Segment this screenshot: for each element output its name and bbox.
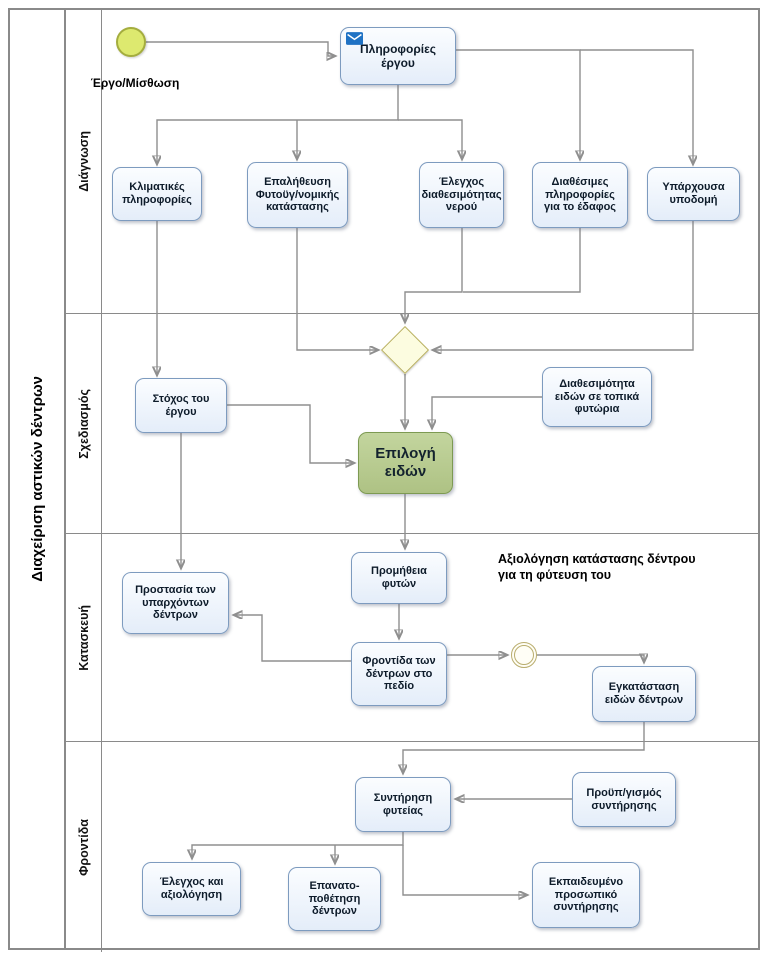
message-icon [346, 32, 363, 45]
lane-care: Φροντίδα [66, 742, 758, 952]
lane-label-diagnosis: Διάγνωση [66, 10, 102, 313]
task-label: Διαθεσιμότητα ειδών σε τοπικά φυτώρια [554, 377, 640, 416]
lane-label-text: Κατασκευή [76, 604, 91, 671]
task-label: Προστασία των υπαρχόντων δέντρων [135, 583, 216, 622]
task-label: Επιλογή ειδών [375, 445, 436, 480]
task-label: Στόχος του έργου [152, 392, 210, 418]
task-label: Προμήθεια φυτών [371, 565, 427, 590]
start-event-label: Έργο/Μίσθωση [90, 76, 180, 90]
lane-label-planning: Σχεδιασμός [66, 314, 102, 533]
task-tree-installation: Εγκατάσταση ειδών δέντρων [592, 666, 696, 722]
lane-planning: Σχεδιασμός [66, 314, 758, 534]
task-phyto-check: Επαλήθευση Φυτοϋγ/νομικής κατάστασης [247, 162, 348, 228]
task-project-info: Πληροφορίες έργου [340, 27, 456, 85]
lane-label-care: Φροντίδα [66, 742, 102, 952]
task-label: Εγκατάσταση ειδών δέντρων [604, 681, 684, 706]
task-label: Συντήρηση φυτείας [373, 791, 433, 817]
start-event-icon [116, 27, 146, 57]
task-trained-staff: Εκπαιδευμένο προσωπικό συντήρησης [532, 862, 640, 928]
lane-label-text: Φροντίδα [76, 818, 91, 876]
task-label: Φροντίδα των δέντρων στο πεδίο [362, 654, 436, 693]
lane-label-text: Διάγνωση [76, 131, 91, 192]
task-maintenance: Συντήρηση φυτείας [355, 777, 451, 832]
task-infrastructure: Υπάρχουσα υποδομή [647, 167, 740, 221]
task-label: Έλεγχος και αξιολόγηση [159, 876, 224, 901]
pool-title: Διαχείριση αστικών δέντρων [10, 10, 66, 948]
task-field-care: Φροντίδα των δέντρων στο πεδίο [351, 642, 447, 706]
intermediate-event-icon [511, 642, 537, 668]
task-species-selection: Επιλογή ειδών [358, 432, 453, 494]
task-label: Εκπαιδευμένο προσωπικό συντήρησης [548, 875, 624, 914]
task-nursery-availability: Διαθεσιμότητα ειδών σε τοπικά φυτώρια [542, 367, 652, 427]
task-tree-relocation: Επανατο-ποθέτηση δέντρων [288, 867, 381, 931]
annotation-tree-assessment: Αξιολόγηση κατάστασης δέντρου για τη φύτ… [498, 552, 696, 583]
pool-title-text: Διαχείριση αστικών δέντρων [28, 376, 46, 582]
task-protect-existing: Προστασία των υπαρχόντων δέντρων [122, 572, 229, 634]
task-climate-info: Κλιματικές πληροφορίες [112, 167, 202, 221]
task-label: Επαλήθευση Φυτοϋγ/νομικής κατάστασης [255, 175, 340, 214]
task-inspection: Έλεγχος και αξιολόγηση [142, 862, 241, 916]
task-soil-info: Διαθέσιμες πληροφορίες για το έδαφος [532, 162, 628, 228]
task-label: Έλεγχος διαθεσιμότητας νερού [421, 175, 502, 214]
task-label: Επανατο-ποθέτηση δέντρων [308, 879, 361, 918]
task-label: Διαθέσιμες πληροφορίες για το έδαφος [543, 175, 617, 214]
lane-label-text: Σχεδιασμός [76, 388, 91, 459]
task-maintenance-budget: Προϋπ/γισμός συντήρησης [572, 772, 676, 827]
task-plant-supply: Προμήθεια φυτών [351, 552, 447, 604]
task-label: Υπάρχουσα υποδομή [662, 181, 725, 206]
task-label: Κλιματικές πληροφορίες [122, 181, 192, 206]
task-project-goal: Στόχος του έργου [135, 378, 227, 433]
task-water-check: Έλεγχος διαθεσιμότητας νερού [419, 162, 504, 228]
task-label: Πληροφορίες έργου [359, 41, 437, 70]
lane-label-construction: Κατασκευή [66, 534, 102, 741]
task-label: Προϋπ/γισμός συντήρησης [586, 786, 662, 812]
